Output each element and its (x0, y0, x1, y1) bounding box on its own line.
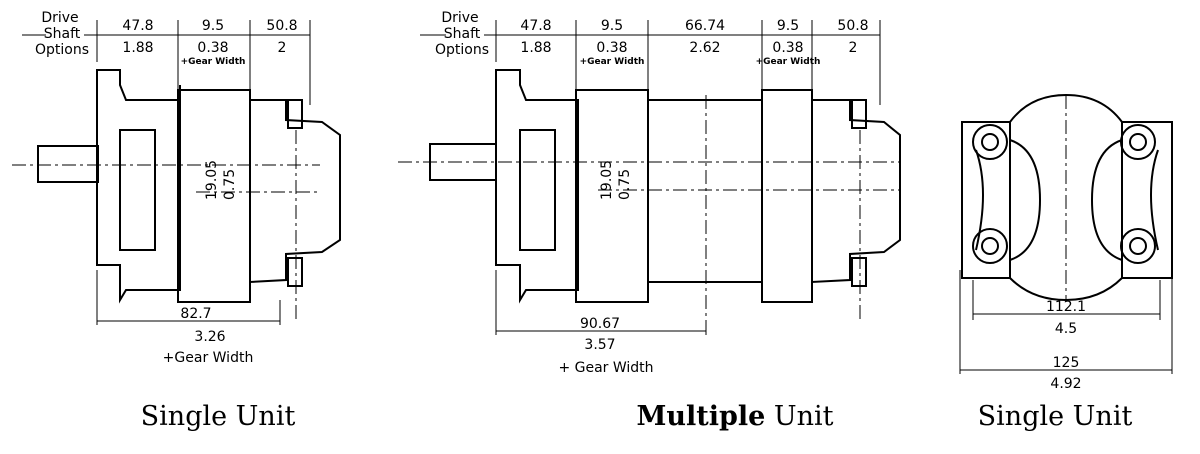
bolt-bottom (287, 257, 303, 287)
overall-82-7: 82.7 (180, 306, 211, 322)
overall-3-26: 3.26 (194, 329, 225, 345)
flange-recess (119, 129, 156, 251)
bolt-icon-bottom-right (1120, 228, 1156, 264)
caption-unit-word: Unit (765, 401, 833, 432)
width-4-92: 4.92 (1050, 376, 1081, 392)
drive-shaft-label-line2: Shaft (44, 26, 81, 42)
mounting-flange (96, 69, 181, 304)
end-body-outline (961, 93, 1173, 302)
dim-66-74: 66.74 (685, 18, 725, 34)
vertical-dim-0-75: 0.75 (617, 169, 633, 200)
overall-gear-width-note: +Gear Width (163, 350, 254, 366)
dim-9-5: 9.5 (202, 18, 224, 34)
drive-shaft (37, 145, 99, 183)
drive-shaft-label-line1: Drive (441, 10, 478, 26)
dim-2-62: 2.62 (689, 40, 720, 56)
dim-2: 2 (849, 40, 858, 56)
left-side-view: Drive Shaft Options 47.8 1.88 9.5 0.38 +… (12, 10, 341, 432)
width-4-5: 4.5 (1055, 321, 1077, 337)
end-cover (811, 99, 901, 284)
drive-shaft-label-line3: Options (35, 42, 89, 58)
dim-50-8: 50.8 (266, 18, 297, 34)
vertical-dim-19-05: 19.05 (204, 160, 220, 200)
caption-single-unit-left: Single Unit (141, 401, 296, 432)
overall-3-57: 3.57 (584, 337, 615, 353)
vertical-dim-0-75: 0.75 (222, 169, 238, 200)
drive-shaft-label-line3: Options (435, 42, 489, 58)
end-cover (249, 99, 341, 284)
dim-47-8: 47.8 (122, 18, 153, 34)
dim-0-38-b: 0.38 (772, 40, 803, 56)
gear-width-note: +Gear Width (181, 57, 246, 67)
dim-50-8: 50.8 (837, 18, 868, 34)
dim-1-88: 1.88 (122, 40, 153, 56)
width-112-1: 112.1 (1046, 299, 1086, 315)
caption-multiple-word: Multiple (636, 401, 765, 432)
port-cutouts (1009, 139, 1123, 261)
bolt-icon-top-left (972, 124, 1008, 160)
bolt-top (851, 99, 867, 129)
dim-9-5-a: 9.5 (601, 18, 623, 34)
dim-9-5-b: 9.5 (777, 18, 799, 34)
dim-47-8: 47.8 (520, 18, 551, 34)
middle-side-view: Drive Shaft Options 47.8 1.88 9.5 0.38 +… (398, 10, 901, 432)
dim-1-88: 1.88 (520, 40, 551, 56)
overall-gear-width-note: + Gear Width (558, 360, 653, 376)
dim-0-38: 0.38 (197, 40, 228, 56)
overall-90-67: 90.67 (580, 316, 620, 332)
drive-shaft-label-line1: Drive (41, 10, 78, 26)
drive-shaft-label-line2: Shaft (444, 26, 481, 42)
gear-width-note-b: +Gear Width (756, 57, 821, 67)
right-end-view: 112.1 4.5 125 4.92 Single Unit (959, 93, 1173, 432)
vertical-dim-19-05: 19.05 (599, 160, 615, 200)
bolt-bottom (851, 257, 867, 287)
caption-multiple-unit: Multiple Unit (636, 401, 833, 432)
dim-2: 2 (278, 40, 287, 56)
bolt-icon-top-right (1120, 124, 1156, 160)
width-125: 125 (1053, 355, 1080, 371)
mounting-flange (495, 69, 579, 304)
flange-recess (519, 129, 556, 251)
bolt-top (287, 99, 303, 129)
caption-single-unit-right: Single Unit (978, 401, 1133, 432)
bolt-icon-bottom-left (972, 228, 1008, 264)
dim-0-38-a: 0.38 (596, 40, 627, 56)
gear-width-note-a: +Gear Width (580, 57, 645, 67)
center-section (647, 99, 763, 283)
gear-section-2 (761, 89, 813, 303)
